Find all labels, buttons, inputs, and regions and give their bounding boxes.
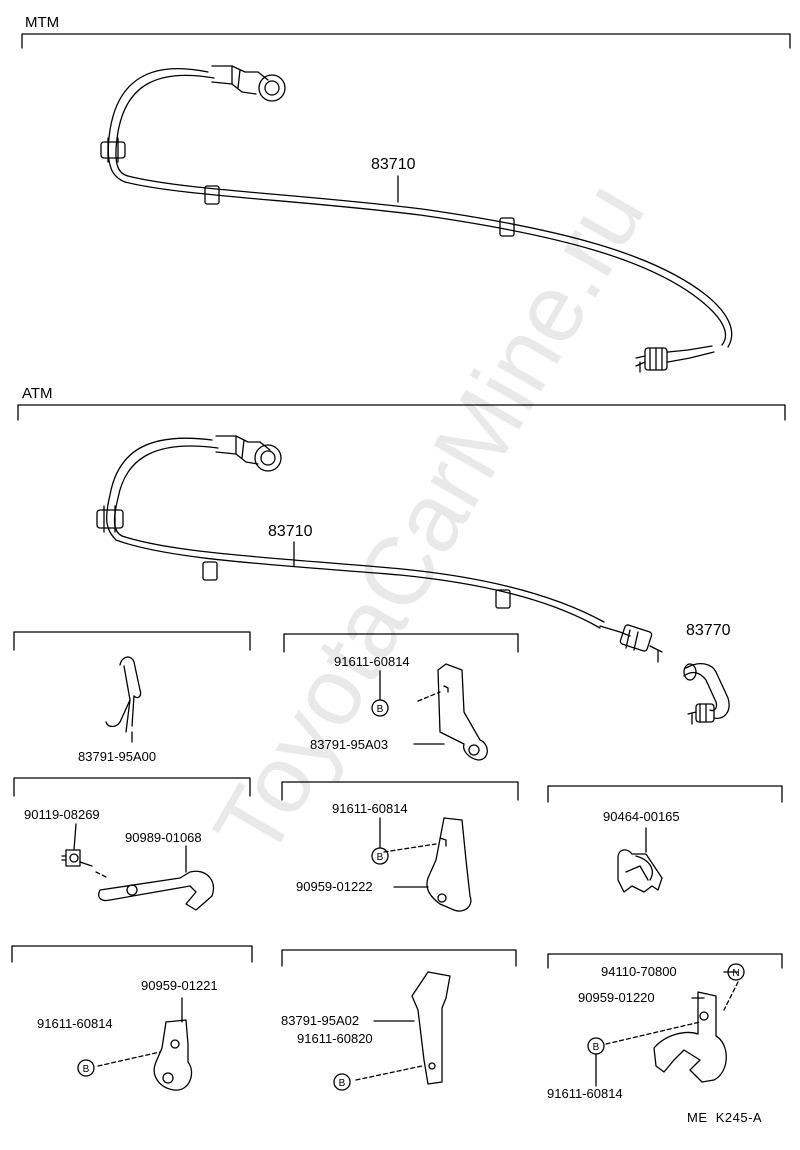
box-bracket-3 bbox=[13, 777, 251, 797]
part-label-elbow: 83770 bbox=[686, 622, 731, 639]
box-bracket-5 bbox=[547, 785, 783, 803]
section-label-mtm: MTM bbox=[25, 14, 60, 31]
atm-bracket bbox=[17, 404, 786, 421]
bolt-symbol-text: B bbox=[83, 1064, 90, 1075]
box-bracket-2 bbox=[283, 633, 519, 653]
box-bracket-1 bbox=[13, 631, 251, 651]
part-label-cable-mtm: 83710 bbox=[371, 156, 416, 173]
clamp-01222-drawing bbox=[379, 817, 472, 912]
box-bracket-7 bbox=[281, 949, 517, 967]
bolt-symbol-text: B bbox=[377, 704, 384, 715]
part-label-clamp-01222: 90959-01222 bbox=[296, 879, 373, 894]
part-label-clip-a00: 83791-95A00 bbox=[78, 749, 157, 764]
section-label-atm: ATM bbox=[22, 385, 53, 402]
bolt-symbols bbox=[77, 699, 745, 1091]
part-label-bolt-top: 91611-60814 bbox=[334, 654, 410, 669]
part-label-cable-atm: 83710 bbox=[268, 523, 313, 540]
bolt-symbol-text: B bbox=[377, 852, 384, 863]
part-label-bolt-mid: 91611-60814 bbox=[332, 801, 408, 816]
part-label-bracket-a03: 83791-95A03 bbox=[310, 737, 389, 752]
clamp-01220-drawing bbox=[595, 971, 739, 1087]
clamp-01068-drawing bbox=[61, 823, 215, 911]
clamp-00165-drawing bbox=[617, 827, 663, 893]
elbow-83770-drawing bbox=[683, 662, 730, 725]
part-label-bracket-a02: 83791-95A02 bbox=[281, 1013, 360, 1028]
part-label-clamp-01220: 90959-01220 bbox=[578, 990, 655, 1005]
part-label-clamp-00165: 90464-00165 bbox=[603, 809, 680, 824]
part-label-clamp-01068: 90989-01068 bbox=[125, 830, 202, 845]
mtm-bracket bbox=[21, 33, 791, 49]
bolt-symbol-text: B bbox=[593, 1042, 600, 1053]
bracket-a02-drawing bbox=[355, 971, 451, 1085]
part-label-nut-70800: 94110-70800 bbox=[601, 964, 677, 979]
nut-symbol-text: N bbox=[732, 968, 739, 979]
diagram-reference-code: ME K245-A bbox=[687, 1110, 763, 1125]
mtm-cable bbox=[100, 65, 733, 373]
clip-a00-drawing bbox=[105, 656, 142, 743]
box-bracket-4 bbox=[281, 781, 519, 801]
part-label-clamp-01221: 90959-01221 bbox=[141, 978, 218, 993]
box-bracket-6 bbox=[11, 945, 253, 963]
part-label-bolt-08269: 90119-08269 bbox=[24, 807, 100, 822]
bolt-symbol-text: B bbox=[339, 1078, 346, 1089]
part-label-bolt-bl: 91611-60814 bbox=[37, 1016, 113, 1031]
box-bracket-8 bbox=[547, 953, 783, 969]
clamp-01221-drawing bbox=[97, 997, 193, 1091]
bracket-a03-drawing bbox=[379, 663, 488, 761]
atm-cable bbox=[96, 435, 663, 663]
part-label-bolt-60820: 91611-60820 bbox=[297, 1031, 373, 1046]
part-label-bolt-br: 91611-60814 bbox=[547, 1086, 623, 1101]
